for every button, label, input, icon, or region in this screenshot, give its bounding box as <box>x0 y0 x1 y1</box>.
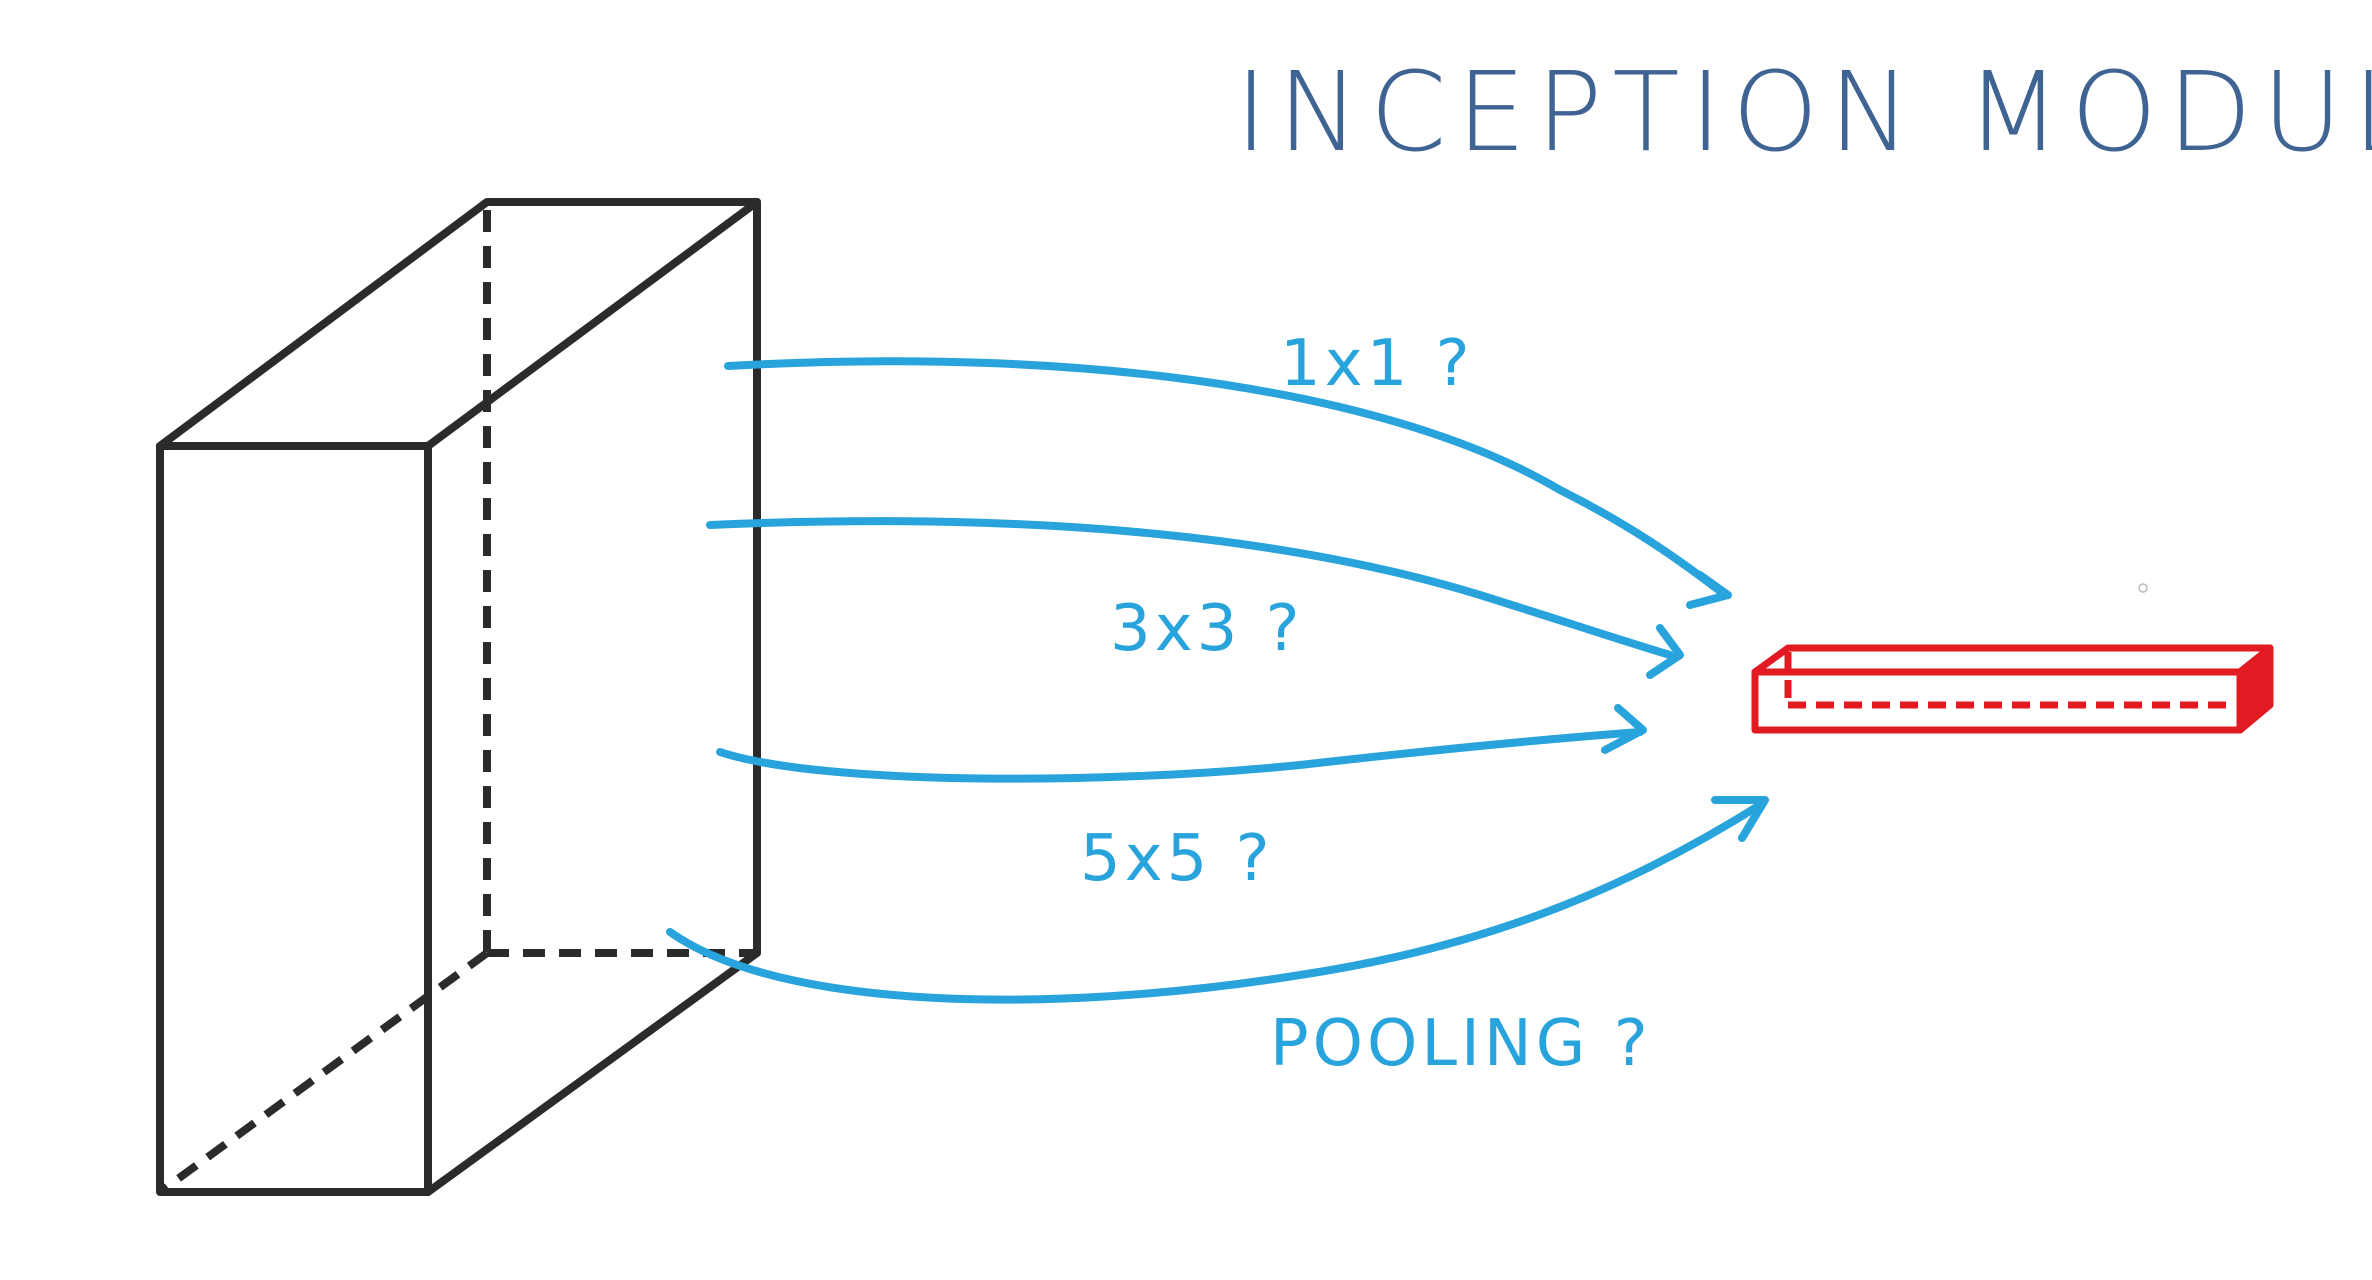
arrowhead-1x1 <box>1686 571 1732 609</box>
output-top-face <box>1751 644 2274 676</box>
branch-3x3: 3x3 ? <box>706 517 1684 679</box>
arrowhead-pooling <box>1711 796 1769 842</box>
input-hidden-diagonal <box>157 949 490 1196</box>
label-5x5: 5x5 ? <box>1080 822 1274 896</box>
input-bottom-right-edge <box>424 949 761 1196</box>
branch-5x5: 5x5 ? <box>716 704 1647 896</box>
arrow-5x5 <box>716 728 1644 783</box>
diagram-title: INCEPTION MODULES <box>1235 48 2372 176</box>
output-side-face <box>2236 644 2274 734</box>
stray-dot <box>2138 583 2148 593</box>
arrowhead-3x3 <box>1646 624 1684 679</box>
arrowhead-5x5 <box>1601 704 1647 754</box>
label-1x1: 1x1 ? <box>1280 327 1474 401</box>
label-3x3: 3x3 ? <box>1110 592 1304 666</box>
output-volume <box>1751 644 2274 734</box>
input-top-face <box>156 198 761 450</box>
output-front-face <box>1751 668 2244 734</box>
input-front-face <box>156 442 432 1196</box>
arrow-pooling <box>666 801 1764 1004</box>
arrow-3x3 <box>706 517 1674 659</box>
branch-1x1: 1x1 ? <box>724 327 1732 609</box>
branch-pooling: POOLING ? <box>666 796 1769 1081</box>
input-volume <box>156 198 761 1196</box>
arrow-1x1 <box>724 357 1729 599</box>
label-pooling: POOLING ? <box>1270 1007 1652 1081</box>
